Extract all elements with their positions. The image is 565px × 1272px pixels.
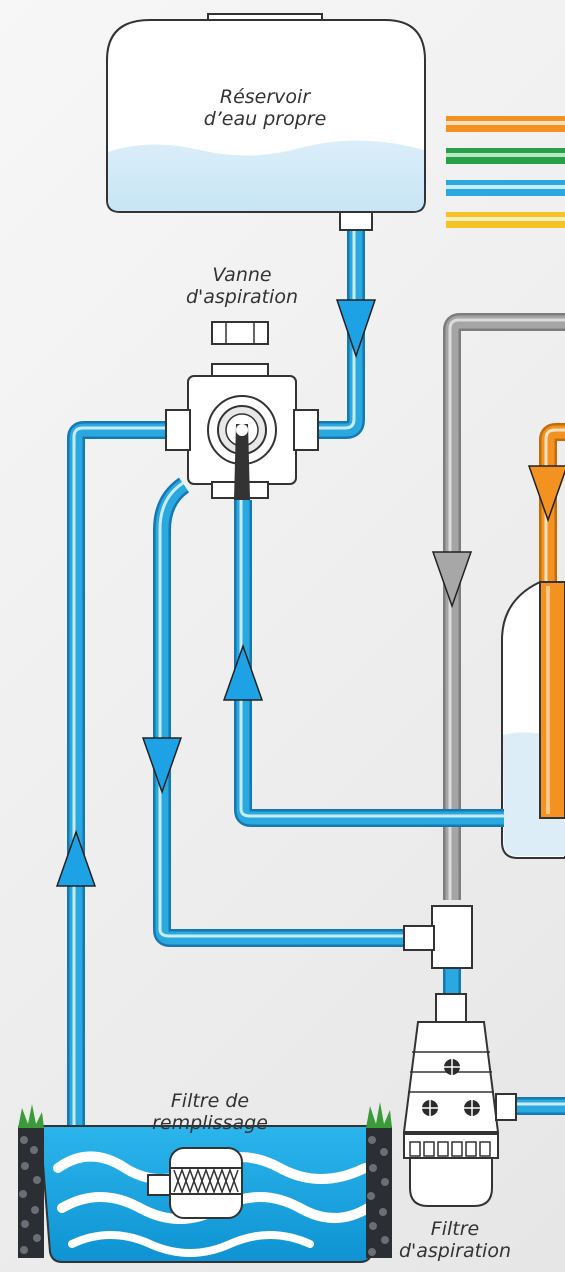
reservoir-label: Réservoir d’eau propre — [150, 86, 380, 130]
secondary-tank — [501, 581, 565, 859]
valve-label: Vanne d'aspiration — [150, 264, 334, 308]
legend-swatch-blue — [446, 180, 565, 196]
fill-filter-label: Filtre de remplissage — [120, 1090, 300, 1134]
gravel-wall-right — [366, 1102, 392, 1258]
flow-arrow-down-inner-loop — [141, 737, 183, 795]
flow-arrow-up-valve-bottom — [222, 643, 264, 701]
reservoir-label-line2: d’eau propre — [203, 108, 327, 130]
gravel-wall-left — [18, 1104, 44, 1258]
flow-arrow-down-chemical — [527, 465, 565, 523]
clean-water-reservoir — [106, 13, 426, 231]
valve-cap — [211, 321, 269, 345]
flow-arrows — [55, 299, 565, 887]
fill-filter-label-line2: remplissage — [152, 1112, 268, 1134]
fill-filter — [147, 1147, 243, 1219]
valve-handle — [234, 424, 250, 500]
valve-label-line1: Vanne — [212, 264, 272, 286]
suction-valve — [165, 321, 319, 500]
flow-arrow-up-fill-loop — [55, 829, 97, 887]
legend-swatch-green — [446, 148, 565, 164]
flow-arrow-down-tank-outlet — [335, 299, 377, 359]
legend-swatch-orange — [446, 116, 565, 132]
suction-filter-label: Filtre d'aspiration — [380, 1218, 530, 1262]
reservoir-label-line1: Réservoir — [219, 86, 311, 108]
legend-swatch-yellow — [446, 212, 565, 228]
suction-filter-label-line2: d'aspiration — [398, 1240, 511, 1262]
blue-pipes — [67, 228, 565, 1194]
chemical-pipe-orange — [539, 423, 565, 600]
t-junction — [403, 905, 473, 969]
fill-filter-label-line1: Filtre de — [170, 1090, 250, 1112]
return-pipe-grey — [443, 313, 565, 900]
flow-arrow-down-return-grey — [431, 551, 473, 609]
legend — [446, 116, 565, 228]
suction-filter-label-line1: Filtre — [430, 1218, 480, 1240]
suction-filter — [402, 993, 517, 1207]
valve-label-line2: d'aspiration — [185, 286, 298, 308]
